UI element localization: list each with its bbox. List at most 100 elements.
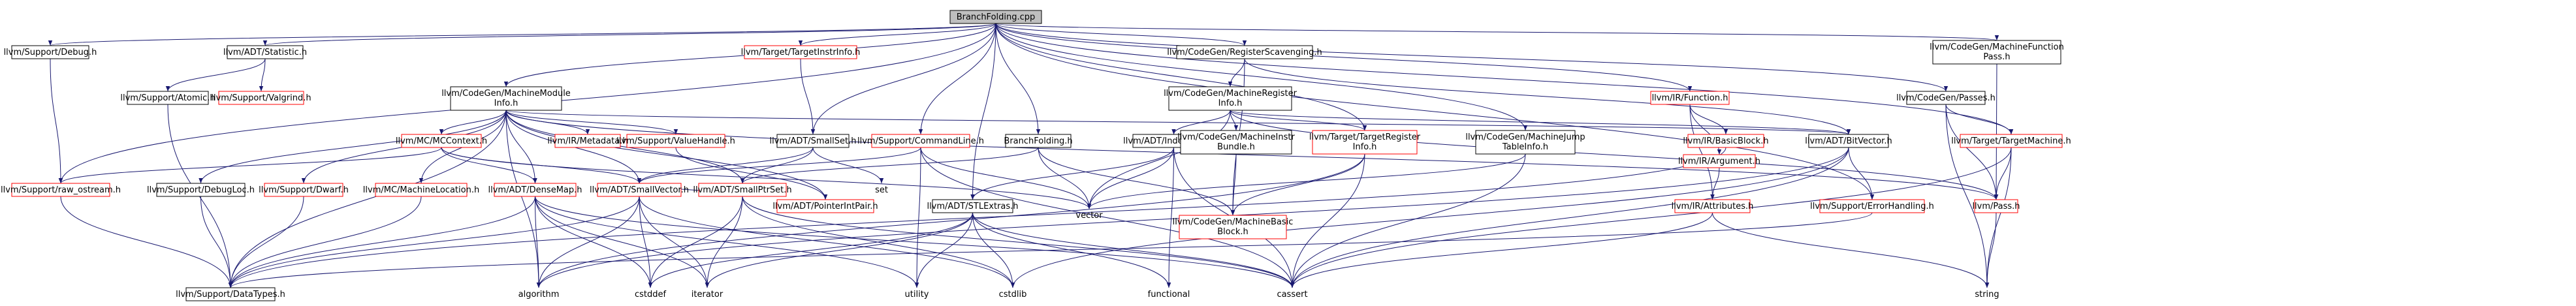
- edge-root-to-n3: [798, 23, 996, 46]
- edge-n25-to-n40: [1994, 147, 2012, 200]
- node-llvm-support-commandline-h[interactable]: llvm/Support/CommandLine.h: [857, 134, 984, 148]
- node-llvm-support-atomic-h[interactable]: llvm/Support/Atomic.h: [120, 91, 215, 105]
- node-label: BranchFolding.h: [1004, 136, 1072, 146]
- edge-n12-to-n30: [441, 147, 537, 184]
- node-llvm-support-datatypes-h[interactable]: llvm/Support/DataTypes.h: [176, 287, 285, 301]
- edge-root-to-n36: [970, 23, 996, 200]
- edge-n9-to-n23: [1230, 110, 1851, 135]
- node-llvm-support-valgrind-h[interactable]: llvm/Support/Valgrind.h: [211, 91, 311, 105]
- node-llvm-support-debugloc-h[interactable]: llvm/Support/DebugLoc.h: [147, 183, 255, 197]
- node-llvm-codegen-registerscavenging-h[interactable]: llvm/CodeGen/RegisterScavenging.h: [1167, 45, 1322, 59]
- node-llvm-mc-mccontext-h[interactable]: llvm/MC/MCContext.h: [396, 134, 487, 148]
- node-llvm-adt-stlextras-h[interactable]: llvm/ADT/STLExtras.h: [927, 199, 1019, 213]
- node-label: llvm/IR/Argument.h: [1678, 157, 1760, 166]
- node-box: [1180, 130, 1292, 155]
- edge-n24-to-n38: [1710, 167, 1720, 200]
- edge-n17-to-n32: [740, 147, 1039, 184]
- node-label: llvm/MC/MachineLocation.h: [363, 185, 479, 195]
- edge-n9-to-n20: [1230, 110, 1367, 131]
- edge-n29-to-n41: [228, 196, 422, 288]
- node-llvm-pass-h[interactable]: llvm/Pass.h: [1972, 199, 2020, 213]
- edge-n2-to-n7: [259, 58, 266, 92]
- edge-n21-to-n48: [1290, 153, 1526, 288]
- node-llvm-adt-smallvector-h[interactable]: llvm/ADT/SmallVector.h: [590, 183, 689, 197]
- node-box: [597, 183, 682, 197]
- node-label: llvm/IR/Function.h: [1652, 93, 1728, 103]
- node-label: llvm/Pass.h: [1972, 202, 2020, 211]
- edge-n8-to-n27: [199, 110, 507, 184]
- edge-n11-to-n25: [1945, 104, 2014, 135]
- edge-n16-to-n45: [914, 147, 921, 288]
- edge-n9-to-n18: [1171, 110, 1231, 135]
- node-label: llvm/Support/DataTypes.h: [176, 290, 285, 299]
- node-branchfolding-h[interactable]: BranchFolding.h: [1004, 134, 1073, 148]
- edge-n3-to-n15: [800, 58, 816, 135]
- node-llvm-ir-attributes-h[interactable]: llvm/IR/Attributes.h: [1672, 199, 1754, 213]
- node-box: [11, 183, 110, 197]
- node-box: [264, 183, 343, 197]
- node-label: llvm/ADT/SmallSet.h: [769, 136, 856, 146]
- node-box: [1683, 154, 1756, 168]
- node-box: [1819, 199, 1925, 213]
- node-llvm-ir-basicblock-h[interactable]: llvm/IR/BasicBlock.h: [1683, 134, 1769, 148]
- node-llvm-adt-statistic-h[interactable]: llvm/ADT/Statistic.h: [223, 45, 307, 59]
- node-llvm-adt-bitvector-h[interactable]: llvm/ADT/BitVector.h: [1805, 134, 1892, 148]
- edge-n26-to-n41: [60, 196, 233, 288]
- node-llvm-codegen-passes-h[interactable]: llvm/CodeGen/Passes.h: [1896, 91, 1996, 105]
- node-label: llvm/Target/TargetInstrInfo.h: [741, 48, 861, 57]
- node-llvm-support-valuehandle-h[interactable]: llvm/Support/ValueHandle.h: [616, 134, 735, 148]
- node-llvm-target-targetinstrinfo-h[interactable]: llvm/Target/TargetInstrInfo.h: [741, 45, 861, 59]
- node-box: [1974, 199, 2018, 213]
- node-llvm-ir-function-h[interactable]: llvm/IR/Function.h: [1650, 91, 1730, 105]
- node-cstdlib: cstdlib: [999, 290, 1027, 299]
- node-llvm-adt-smallptrset-h[interactable]: llvm/ADT/SmallPtrSet.h: [693, 183, 792, 197]
- node-label: cstddef: [635, 290, 667, 299]
- node-box: [156, 183, 246, 197]
- edge-root-to-n4: [995, 23, 1247, 46]
- node-label: llvm/ADT/Statistic.h: [223, 48, 307, 57]
- node-box: [626, 134, 725, 148]
- node-label: llvm/IR/Metadata.h: [547, 136, 628, 146]
- node-label: llvm/Support/Valgrind.h: [211, 93, 311, 103]
- node-box: [185, 287, 276, 301]
- edge-n15-to-n31: [637, 147, 814, 184]
- edge-n12-to-n35: [441, 147, 1092, 209]
- node-utility: utility: [905, 290, 929, 299]
- edge-n8-to-n12: [439, 110, 507, 135]
- edge-n25-to-n49: [1984, 147, 2012, 288]
- node-llvm-ir-metadata-h[interactable]: llvm/IR/Metadata.h: [547, 134, 628, 148]
- edge-root-to-n21: [995, 23, 1528, 131]
- edge-n31-to-n41: [228, 196, 640, 288]
- node-llvm-support-raw-ostream-h[interactable]: llvm/Support/raw_ostream.h: [1, 183, 121, 197]
- node-llvm-adt-densemap-h[interactable]: llvm/ADT/DenseMap.h: [488, 183, 582, 197]
- edge-n4-to-n23: [1244, 58, 1851, 135]
- node-label: functional: [1148, 290, 1190, 299]
- node-llvm-adt-pointerintpair-h[interactable]: llvm/ADT/PointerIntPair.h: [772, 199, 878, 213]
- node-llvm-adt-smallset-h[interactable]: llvm/ADT/SmallSet.h: [769, 134, 857, 148]
- node-llvm-support-dwarf-h[interactable]: llvm/Support/Dwarf.h: [259, 183, 349, 197]
- node-label: vector: [1075, 211, 1103, 221]
- node-llvm-mc-machinelocation-h[interactable]: llvm/MC/MachineLocation.h: [363, 183, 479, 197]
- node-llvm-support-debug-h[interactable]: llvm/Support/Debug.h: [4, 45, 97, 59]
- node-box: [1168, 86, 1292, 111]
- node-llvm-target-targetmachine-h[interactable]: llvm/Target/TargetMachine.h: [1951, 134, 2071, 148]
- node-label: string: [1975, 290, 1999, 299]
- edge-n36-to-n46: [972, 212, 1015, 288]
- edge-n30-to-n48: [535, 196, 1295, 288]
- node-llvm-ir-argument-h[interactable]: llvm/IR/Argument.h: [1678, 154, 1760, 168]
- edge-n30-to-n41: [228, 196, 535, 288]
- node-branchfolding-cpp[interactable]: BranchFolding.cpp: [949, 10, 1042, 24]
- edge-n8-to-n40: [505, 110, 1998, 200]
- node-functional: functional: [1148, 290, 1190, 299]
- edge-n10-to-n38: [1689, 104, 1715, 200]
- node-llvm-support-errorhandling-h[interactable]: llvm/Support/ErrorHandling.h: [1810, 199, 1934, 213]
- edge-n30-to-n45: [535, 196, 919, 288]
